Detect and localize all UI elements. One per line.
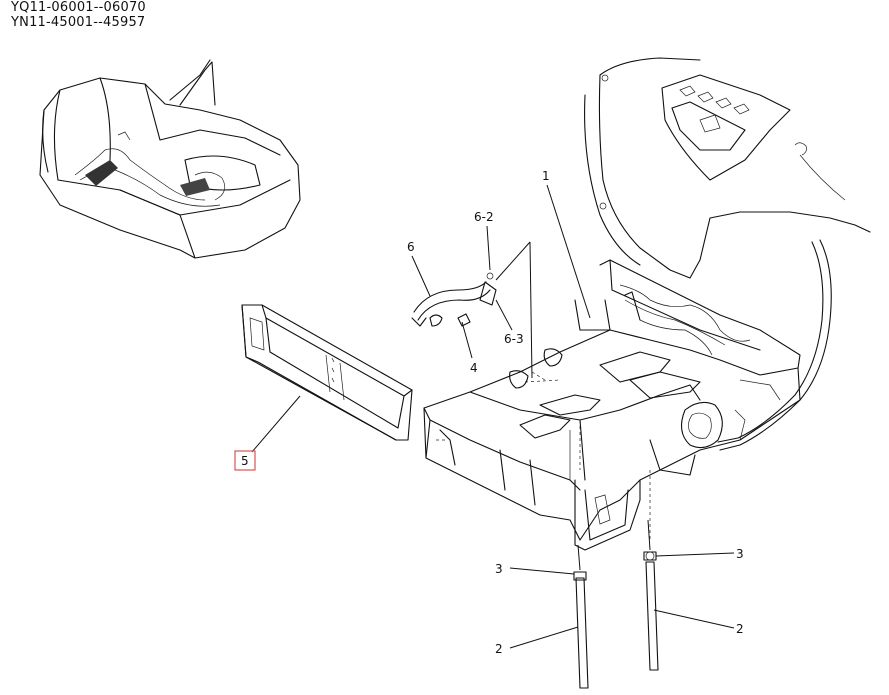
callout-4[interactable]: 4 [467,360,481,376]
callout-4-label: 4 [470,361,478,375]
serial-range-line-2: YN11-45001--45957 [11,15,146,30]
model-range-header: YQ11-06001--06070 YN11-45001--45957 [11,0,146,30]
callout-5[interactable]: 5 [234,450,256,471]
drain-hoses-illustration [573,519,659,689]
callout-6-3-label: 6-3 [504,332,524,346]
callout-3-left-label: 3 [495,562,503,576]
callout-5-highlight-box [234,450,256,471]
serial-range-line-1: YQ11-06001--06070 [11,0,146,15]
callout-3-left[interactable]: 3 [492,560,506,576]
callout-6-2[interactable]: 6-2 [472,208,500,224]
hose-part-6-illustration [411,272,497,327]
hvac-unit-illustration [423,259,801,551]
callout-1-label: 1 [542,169,550,183]
callout-6-3[interactable]: 6-3 [502,330,530,346]
vehicle-inset-illustration [39,59,301,259]
filter-panel-illustration [241,304,413,441]
callout-2-left-label: 2 [495,642,503,656]
leader-lines [251,184,735,649]
callout-1[interactable]: 1 [539,167,553,183]
callout-2-right[interactable]: 2 [733,620,747,636]
callout-6-2-label: 6-2 [474,210,494,224]
dashboard-and-hose-illustration [584,57,871,451]
callout-6-label: 6 [407,240,415,254]
callout-3-right-label: 3 [736,547,744,561]
callout-2-left[interactable]: 2 [492,640,506,656]
callout-2-right-label: 2 [736,622,744,636]
callout-5-label: 5 [241,454,249,468]
callout-3-right[interactable]: 3 [733,545,747,561]
callout-6[interactable]: 6 [404,238,418,254]
